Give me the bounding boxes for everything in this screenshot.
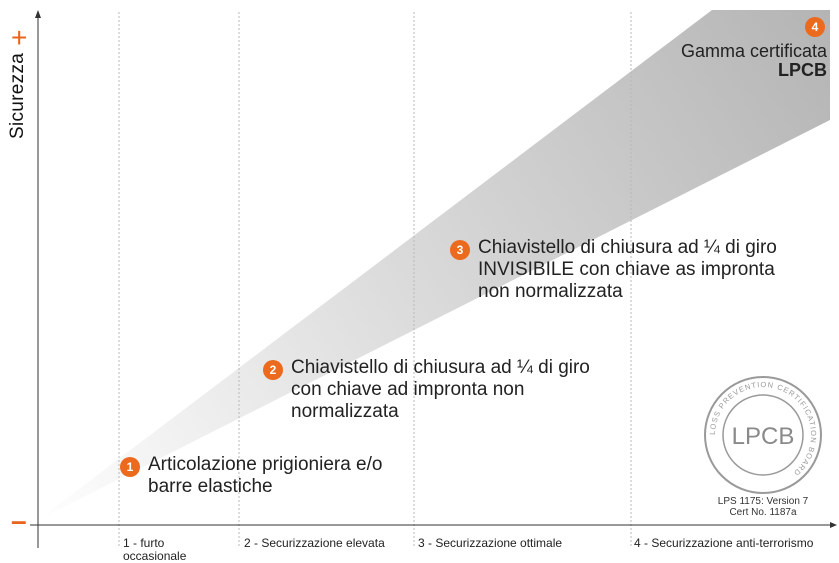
step-1-text: Articolazione prigioniera e/o barre elas… <box>148 454 383 497</box>
category-4: 4 - Securizzazione anti-terrorismo <box>634 536 814 550</box>
lpcb-caption-line1: LPS 1175: Version 7 <box>717 496 809 507</box>
y-axis-arrow <box>35 10 41 18</box>
category-1: 1 - furto occasionale <box>123 536 187 563</box>
step-4-badge: 4 <box>805 17 825 37</box>
step-4-line2: LPCB <box>778 60 827 80</box>
minus-sign: – <box>11 505 27 536</box>
step-1-badge: 1 <box>120 457 140 477</box>
y-axis-label: Sicurezza <box>7 52 28 139</box>
lpcb-logo: LOSS PREVENTION CERTIFICATION BOARD LPCB <box>704 376 822 494</box>
security-wedge <box>38 10 830 520</box>
step-4-text: Gamma certificata LPCB <box>681 42 827 80</box>
step-3-text: Chiavistello di chiusura ad ¼ di giro IN… <box>478 237 777 302</box>
step-2-text: Chiavistello di chiusura ad ¼ di giro co… <box>291 357 590 422</box>
step-3: 3 Chiavistello di chiusura ad ¼ di giro … <box>450 237 795 303</box>
step-3-badge: 3 <box>450 240 470 260</box>
x-axis-arrow <box>830 522 837 528</box>
step-2-badge: 2 <box>263 360 283 380</box>
category-3: 3 - Securizzazione ottimale <box>418 536 563 550</box>
lpcb-caption: LPS 1175: Version 7 Cert No. 1187a <box>700 496 826 518</box>
step-4-line1: Gamma certificata <box>680 41 827 61</box>
step-1: 1 Articolazione prigioniera e/o barre el… <box>120 454 420 498</box>
step-4-badge-wrap: 4 <box>805 17 825 37</box>
plus-sign: + <box>11 22 28 53</box>
lpcb-caption-line2: Cert No. 1187a <box>729 507 797 518</box>
step-2: 2 Chiavistello di chiusura ad ¼ di giro … <box>263 357 593 423</box>
category-2: 2 - Securizzazione elevata <box>244 536 385 550</box>
lpcb-logo-text: LPCB <box>732 423 795 450</box>
